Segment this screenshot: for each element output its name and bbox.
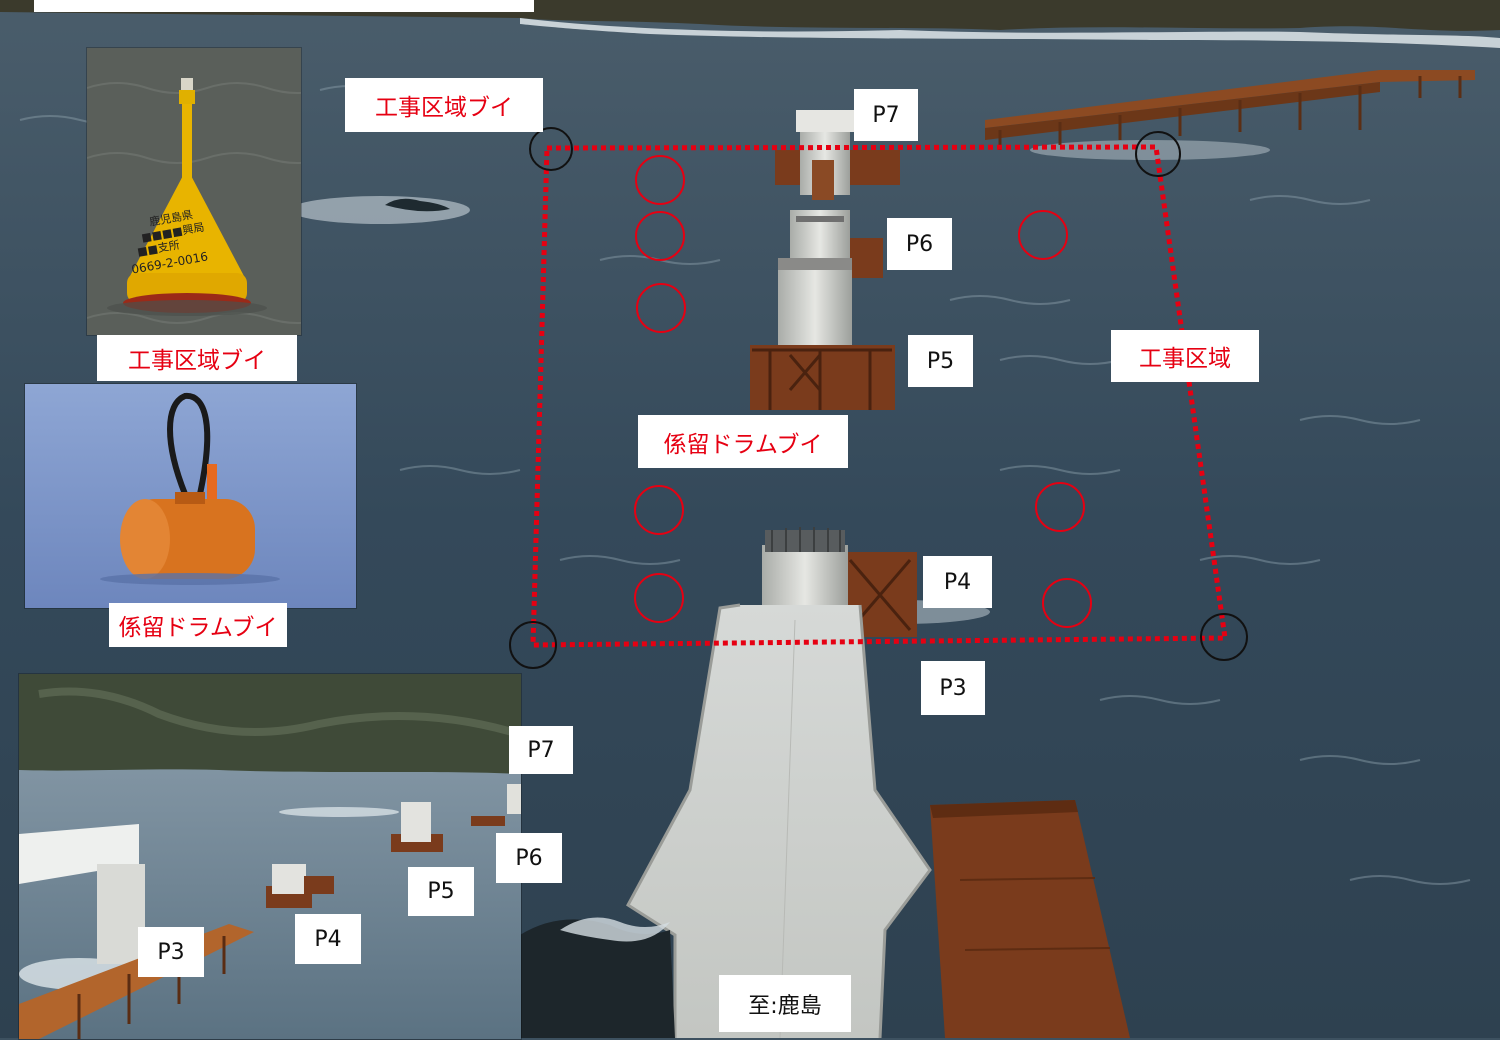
red-circle-icon <box>1018 210 1068 260</box>
red-circle-icon <box>634 573 684 623</box>
pier-label-p5: P5 <box>908 335 973 387</box>
construction-area-label: 工事区域 <box>1111 330 1259 382</box>
rock <box>385 198 450 212</box>
work-platform <box>930 800 1130 1038</box>
shore-surf <box>520 18 1500 48</box>
red-circle-icon <box>1042 578 1092 628</box>
black-circle-icon <box>1200 613 1248 661</box>
red-circle-icon <box>635 155 685 205</box>
black-circle-icon <box>509 621 557 669</box>
construction-buoy-photo: 鹿児島県 ■■■■興局 ■■支所 0669-2-0016 <box>86 47 302 336</box>
wave-texture <box>19 85 1471 885</box>
red-circle-icon <box>1035 482 1085 532</box>
mooring-drum-buoy-photo <box>24 383 357 609</box>
mooring-drum-buoy-caption: 係留ドラムブイ <box>109 603 287 647</box>
construction-buoy-label: 工事区域ブイ <box>345 78 543 132</box>
side-label-p7: P7 <box>509 726 573 774</box>
black-circle-icon <box>1135 131 1181 177</box>
side-label-p6: P6 <box>496 833 562 883</box>
side-label-p5: P5 <box>408 867 474 916</box>
surf <box>560 917 670 942</box>
red-circle-icon <box>635 211 685 261</box>
trestle-far <box>985 70 1475 150</box>
side-view-photo <box>18 673 522 1040</box>
pier-label-p4: P4 <box>923 556 992 608</box>
bridge-deck <box>626 603 932 1038</box>
surf <box>1030 140 1270 160</box>
side-label-p4: P4 <box>295 914 361 964</box>
red-circle-icon <box>634 485 684 535</box>
header-strip <box>34 0 534 12</box>
pier-label-p3: P3 <box>921 661 985 715</box>
construction-buoy-caption: 工事区域ブイ <box>97 335 297 381</box>
black-circle-icon <box>529 127 573 171</box>
pier-label-p6: P6 <box>887 218 952 270</box>
red-circle-icon <box>636 283 686 333</box>
pier-p7 <box>775 110 900 200</box>
to-kashima-label: 至:鹿島 <box>719 975 851 1032</box>
pier-label-p7: P7 <box>854 89 918 141</box>
rock <box>520 919 675 1038</box>
mooring-drum-buoy-label: 係留ドラムブイ <box>638 415 848 468</box>
construction-area-boundary <box>530 144 1228 648</box>
side-label-p3: P3 <box>138 927 204 977</box>
pier-p5 <box>750 258 895 410</box>
